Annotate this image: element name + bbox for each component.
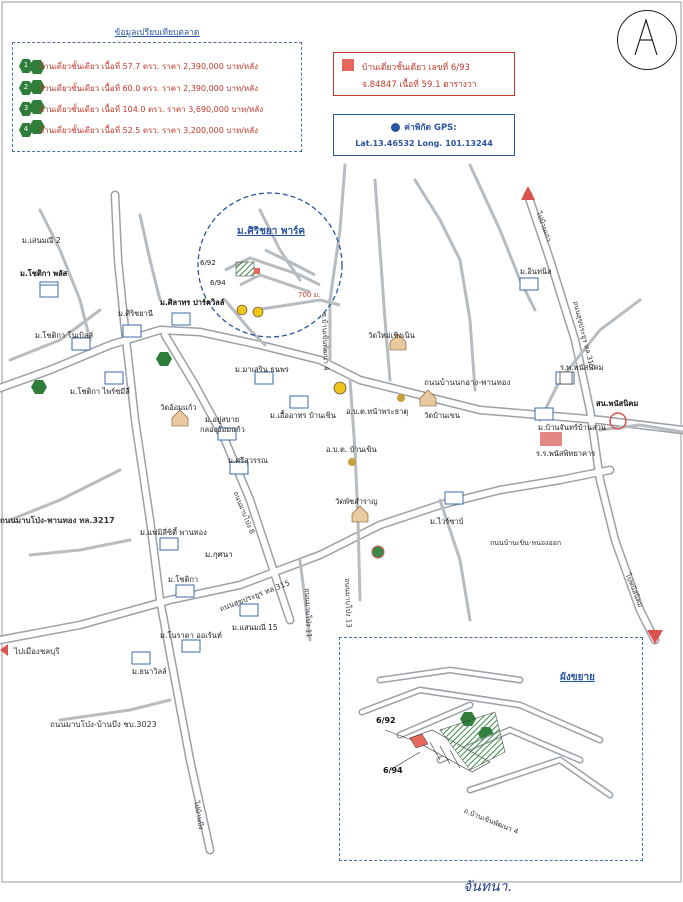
gps-coords: Lat.13.46532 Long. 101.13244 <box>355 139 493 148</box>
village-label: ม.เสนมณี 2 <box>22 236 61 245</box>
village-label: ม.บ้านจันทร์บ้านสวน <box>538 423 606 432</box>
place-label: วัดบ้านเขน <box>424 411 460 420</box>
subject-line-2: จ.84847 เนื้อที่ 59.1 ตารางวา <box>362 80 477 90</box>
legend-item: 2 บ้านเดี่ยวชั้นเดียว เนื้อที่ 60.0 ตรว.… <box>19 79 258 97</box>
road-label: ไปเมืองชลบุรี <box>14 647 60 656</box>
village-label: ม.อยู่สบาย <box>205 415 240 424</box>
zoom-title: ผังขยาย <box>560 672 595 683</box>
temple-icons <box>171 333 437 523</box>
place-label: วัดใหม่เชิงเนิน <box>368 331 415 340</box>
legend-item-text: บ้านเดี่ยวชั้นเดียว เนื้อที่ 52.5 ตรว. ร… <box>39 125 259 135</box>
hospital-icon <box>559 371 573 385</box>
legend-item-text: บ้านเดี่ยวชั้นเดียว เนื้อที่ 104.0 ตรว. … <box>39 104 264 114</box>
village-label: ม.แสนมณี 15 <box>232 623 278 632</box>
zoom-lot-b: 6/94 <box>383 766 403 775</box>
place-label: กลองอ้อมแก้ว <box>200 425 245 434</box>
comparable-marker-icon: 4 <box>19 123 33 137</box>
village-label: ม.ศรีสุวรรณ <box>228 456 268 465</box>
zoom-lot-a: 6/92 <box>376 716 396 725</box>
legend-item: 1 บ้านเดี่ยวชั้นเดียว เนื้อที่ 57.7 ตรว.… <box>19 57 258 75</box>
school-icon <box>371 545 385 559</box>
road-label: ถนนมาบโป่ง-พานทอง ทล.3217 <box>0 516 115 525</box>
place-label: ร.พ.พนัสนิคม <box>560 363 604 372</box>
village-icons <box>39 277 575 665</box>
village-label: ม.ศิลาทร ปาร์ควิลล์ <box>160 298 225 307</box>
inset-lot-a: 6/92 <box>200 259 216 267</box>
road-label: ถนนบ้านนกอาง-พานทอง <box>424 378 511 387</box>
place-label: ม.ไวร์ซาบ์ <box>430 517 464 526</box>
gps-box: ค่าพิกัด GPS: Lat.13.46532 Long. 101.132… <box>333 114 515 156</box>
village-label: ม.โชติกา ไพร์ซมีลี่ <box>70 387 130 396</box>
village-label: ม.โชติกา พลัส <box>20 269 68 278</box>
subject-property-box: บ้านเดี่ยวชั้นเดียว เลขที่ 6/93 จ.84847 … <box>333 52 515 96</box>
village-label: ม.เอื้ออาทร บ้านเขิน <box>270 411 336 420</box>
page-border <box>1 1 682 883</box>
inset-lot-b: 6/94 <box>210 279 226 287</box>
inset-circle <box>197 192 343 338</box>
subject-line-1: บ้านเดี่ยวชั้นเดียว เลขที่ 6/93 <box>362 63 470 73</box>
road-label: ถนนมาบโป่ง 11 <box>303 588 313 638</box>
inset-title: ม.ศิริชยา พาร์ค <box>237 226 306 237</box>
place-label: อ.บ.ต. บ้านเขิน <box>326 445 377 454</box>
gps-title: ค่าพิกัด GPS: <box>334 120 514 134</box>
village-label: ม.อินทนิล <box>520 267 552 276</box>
place-label: อ.บ.ต.หน้าพระธาตุ <box>346 407 409 416</box>
signature: จันทนา. <box>463 879 512 895</box>
police-icon <box>609 412 627 430</box>
place-label: สน.พนัสนิคม <box>596 399 639 408</box>
village-label: ม.ธนาวิลล์ <box>132 667 167 676</box>
inset-distance: 700 ม. <box>298 291 321 299</box>
road-label: ซ.บ้านเขินพัฒนา 4 <box>320 312 331 371</box>
road-label: ถนนบ้านเขิน-หนองออก <box>490 539 562 547</box>
village-label: ม.ศิริชยานี <box>118 309 153 318</box>
village-label: ม.โชติกา โนเบิลส์ <box>35 331 94 340</box>
subject-swatch-icon <box>342 59 354 71</box>
legend-item-text: บ้านเดี่ยวชั้นเดียว เนื้อที่ 60.0 ตรว. ร… <box>39 83 259 93</box>
office-icons <box>348 394 405 466</box>
place-label: ร.ร.พนัสพิทยาคาร <box>536 449 596 458</box>
zoom-lots <box>384 711 506 773</box>
zoom-box: ผังขยาย <box>339 637 643 861</box>
village-label: ม.โนราดา ออเร้นท์ <box>160 631 222 640</box>
globe-icon <box>391 123 401 132</box>
comparable-marker-icon: 2 <box>19 81 33 95</box>
road-label: ถนนมาบโป่ง 13 <box>343 578 353 628</box>
comparables-legend: ข้อมูลเปรียบเทียบตลาด 1 บ้านเดี่ยวชั้นเด… <box>12 28 302 152</box>
village-label: ม.โชติกา <box>168 575 199 584</box>
comparable-marker-icon: 1 <box>19 59 33 73</box>
village-label: ม.กุศนา <box>205 550 233 559</box>
place-label: วัดอ้อมแก้ว <box>160 403 197 412</box>
village-label: ม.แฟมิลี่ซิตี้ พานทอง <box>140 528 207 537</box>
village-label: ม.มาเสริน ธนพร <box>235 365 289 374</box>
comparable-marker-icon: 3 <box>19 102 33 116</box>
legend-item: 4 บ้านเดี่ยวชั้นเดียว เนื้อที่ 52.5 ตรว.… <box>19 121 258 139</box>
legend-item-text: บ้านเดี่ยวชั้นเดียว เนื้อที่ 57.7 ตรว. ร… <box>39 61 259 71</box>
road-label: ถนนมาบโป่ง-บ้านบึง ชบ.3023 <box>50 720 157 729</box>
place-label: วัดพัชสำราญ <box>335 497 378 506</box>
inset-detail <box>224 248 347 395</box>
north-circle <box>617 10 677 70</box>
school-building-icon <box>540 432 562 446</box>
legend-title: ข้อมูลเปรียบเทียบตลาด <box>114 28 200 38</box>
legend-item: 3 บ้านเดี่ยวชั้นเดียว เนื้อที่ 104.0 ตรว… <box>19 100 263 118</box>
